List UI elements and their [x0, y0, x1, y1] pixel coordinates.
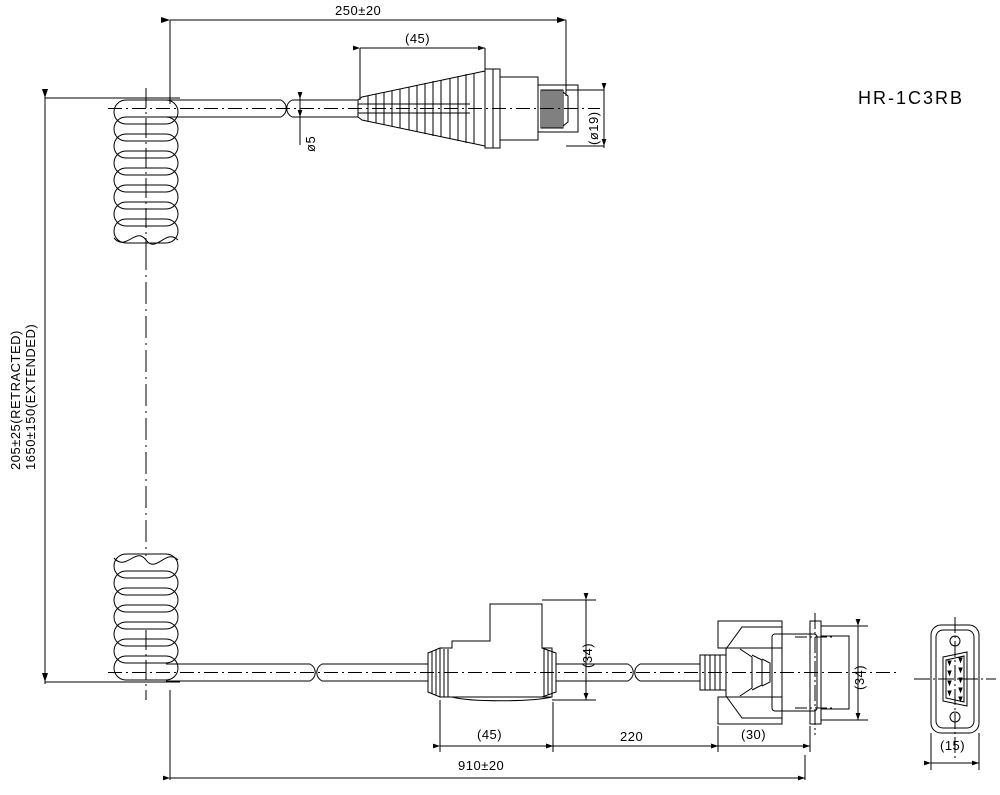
dim-label-coil-extended: 1650±150(EXTENDED) — [23, 323, 38, 470]
part-number-title: HR-1C3RB — [858, 88, 965, 108]
cable-bottom-segment-3 — [556, 663, 634, 682]
dim-34-dsub — [821, 619, 868, 721]
dim-label-coil-retracted: 205±25(RETRACTED) — [8, 330, 23, 470]
cable-bottom-segment-2 — [322, 663, 428, 682]
dim-chain-bottom — [433, 700, 811, 752]
dim-label-dsub-width: (15) — [940, 738, 966, 753]
dim-label-top-overall: 250±20 — [335, 3, 382, 18]
dim-label-bottom-connector-1: (45) — [477, 727, 503, 742]
dim-34-mic — [542, 593, 596, 701]
bottom-assembly-view — [108, 553, 900, 781]
dim-dia19 — [566, 83, 607, 148]
dim-label-top-connector: (45) — [405, 31, 431, 46]
cable-top-segment-2 — [292, 99, 358, 118]
cable-bottom-segment-1 — [166, 663, 316, 682]
cable-bottom-segment-4 — [640, 663, 700, 682]
dim-label-coil-length-group: 205±25(RETRACTED) 1650±150(EXTENDED) — [8, 324, 38, 470]
connector-barrel-top — [499, 76, 579, 141]
dsub-pins — [947, 657, 963, 703]
top-assembly-view — [108, 17, 607, 262]
dsub-connector-side — [699, 613, 850, 735]
dim-label-connector-diameter: (ø19) — [586, 111, 601, 145]
cable-break-bottom-1 — [316, 663, 323, 682]
dim-label-bottom-overall: 910±20 — [458, 758, 505, 773]
dim-250 — [161, 17, 567, 104]
dim-910 — [163, 690, 806, 781]
strain-relief-top — [357, 70, 486, 147]
dim-label-dsub-height: (34) — [852, 664, 867, 690]
cable-break-bottom-2 — [634, 663, 641, 682]
dim-coil-length — [42, 89, 180, 684]
dim-label-cable-diameter: ø5 — [303, 135, 318, 152]
mic-connector-body — [427, 603, 557, 702]
dim-label-bottom-cable-mid: 220 — [620, 729, 644, 744]
connector-knurl-top — [540, 89, 569, 129]
dim-label-mic-height: (34) — [580, 642, 595, 668]
dsub-face-view — [914, 617, 996, 770]
dim-label-bottom-connector-2: (30) — [741, 727, 767, 742]
